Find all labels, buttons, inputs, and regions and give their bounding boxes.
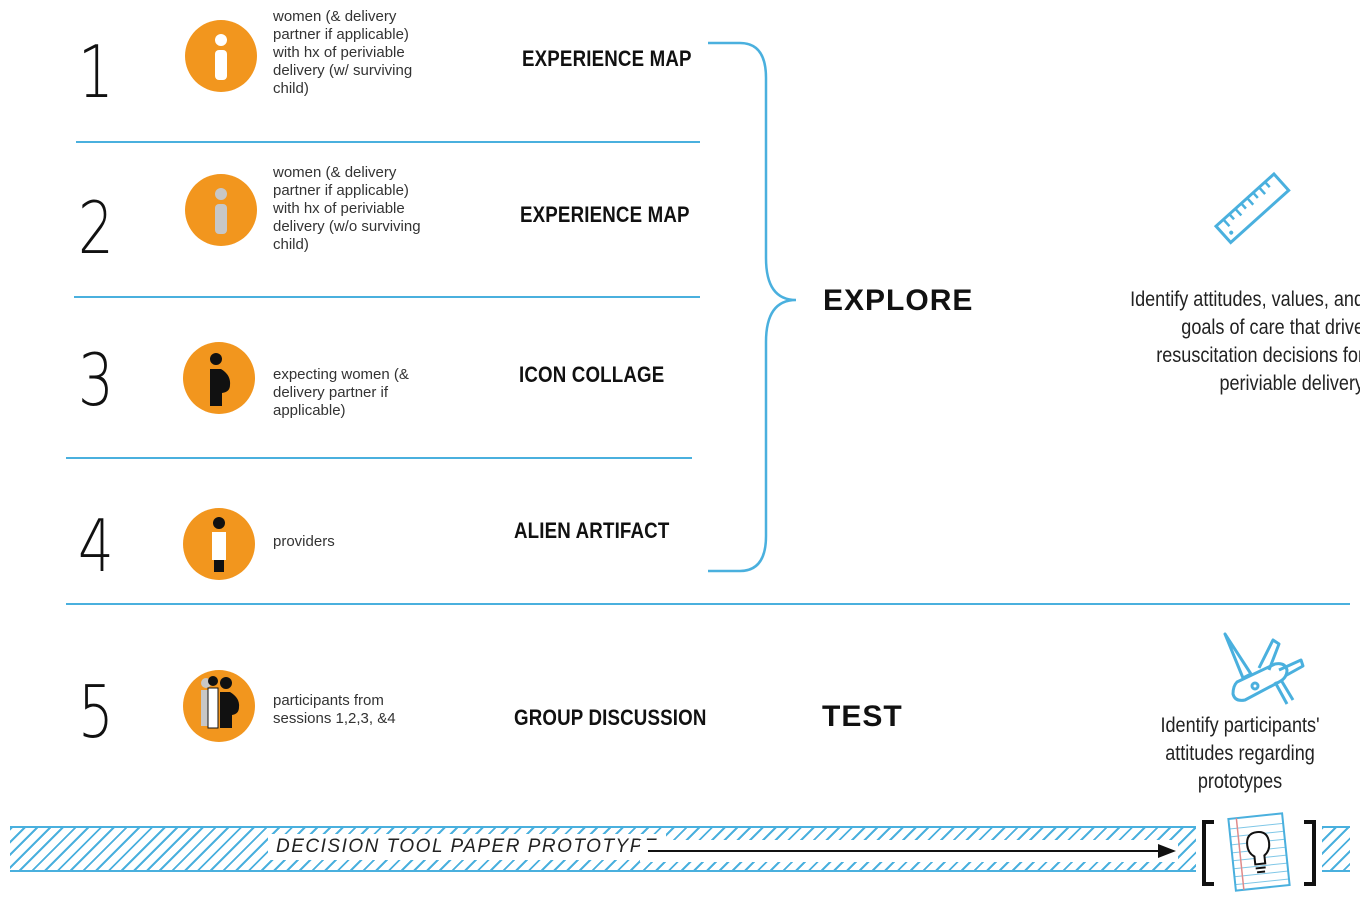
section-divider [66, 603, 1350, 605]
ruler-icon [1208, 164, 1298, 259]
session-method-5: GROUP DISCUSSION [514, 705, 707, 730]
session-method-2: EXPERIENCE MAP [520, 202, 690, 227]
session-method-3: ICON COLLAGE [519, 362, 665, 387]
stage-explore-goal: Identify attitudes, values, and goals of… [1130, 288, 1360, 395]
session-number-2: 2 [78, 186, 114, 270]
session-description-4: providers [273, 533, 335, 550]
row-divider-3 [66, 457, 692, 459]
prototype-arrow [640, 840, 1178, 862]
session-method-1: EXPERIENCE MAP [522, 46, 692, 71]
group-icon [183, 670, 255, 742]
explore-bracket [708, 41, 797, 573]
session-description-3: expecting women (& delivery partner if a… [273, 366, 409, 419]
woman-icon [185, 20, 257, 92]
woman-grey-icon [185, 174, 257, 246]
session-number-4: 4 [78, 504, 114, 588]
pregnant-woman-icon [183, 342, 255, 414]
stage-explore-label: EXPLORE [823, 284, 974, 317]
session-description-5: participants from sessions 1,2,3, &4 [273, 692, 396, 727]
session-description-1: women (& delivery partner if applicable)… [273, 8, 413, 97]
prototype-label: DECISION TOOL PAPER PROTOTYPE [268, 834, 667, 860]
provider-icon [183, 508, 255, 580]
session-number-3: 3 [78, 338, 114, 422]
multitool-icon [1215, 630, 1311, 717]
stage-test-label: TEST [822, 700, 903, 733]
stage-test-goal: Identify participants' attitudes regardi… [1160, 714, 1320, 793]
session-number-5: 5 [78, 670, 114, 754]
row-divider-2 [74, 296, 700, 298]
session-method-4: ALIEN ARTIFACT [514, 518, 670, 543]
row-divider-1 [76, 141, 700, 143]
session-number-1: 1 [78, 30, 114, 114]
lightbulb-paper-icon [1196, 812, 1322, 892]
session-description-2: women (& delivery partner if applicable)… [273, 164, 421, 253]
